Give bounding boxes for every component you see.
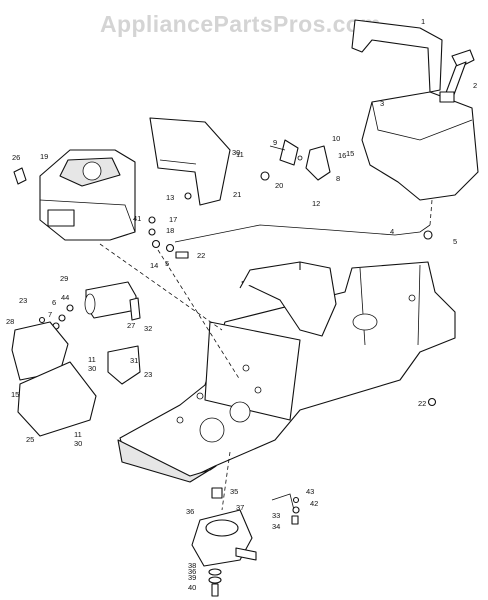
part-callout-20: 20: [275, 181, 283, 190]
throttle-control-bracket: [279, 139, 331, 181]
part-callout-42: 42: [310, 499, 318, 508]
part-callout-14: 14: [150, 261, 158, 270]
watermark: AppliancePartsPros.com: [100, 11, 381, 37]
part-callout-12: 12: [312, 199, 320, 208]
muffler-bolt: [129, 297, 141, 321]
part-callout-29: 29: [60, 274, 68, 283]
part-callout-22: 22: [418, 399, 426, 408]
part-callout-23: 23: [19, 296, 27, 305]
part-callout-16: 16: [338, 151, 346, 160]
muffler: [84, 281, 137, 319]
part-callout-34: 34: [272, 522, 280, 531]
throttle-pivot-nut: [260, 171, 270, 181]
fuel-line: [174, 224, 431, 243]
part-callout-22: 22: [197, 251, 205, 260]
callout-labels: 1 2 3 4 5 5 6 7 8 9 10 11 11 11 12 13 14…: [6, 17, 477, 592]
engine: [39, 149, 136, 241]
part-callout-38: 38: [188, 561, 196, 570]
brake-rod: [271, 493, 300, 525]
frame-bolt-rear: [427, 397, 437, 407]
part-callout-39: 39: [188, 573, 196, 582]
part-callout-41: 41: [133, 214, 141, 223]
part-callout-6: 6: [52, 298, 56, 307]
mower-frame: [117, 261, 456, 483]
part-callout-33: 33: [272, 511, 280, 520]
muffler-guard: [17, 361, 97, 437]
part-callout-13: 13: [166, 193, 174, 202]
part-callout-18: 18: [166, 226, 174, 235]
throttle-spring: [269, 145, 286, 151]
part-callout-40: 40: [188, 583, 196, 592]
fuel-tank-strap: [351, 19, 443, 93]
fuel-line-fitting: [175, 251, 189, 259]
part-callout-11: 11: [74, 430, 82, 439]
hose-clamp-tank: [423, 230, 433, 240]
part-callout-27: 27: [127, 321, 135, 330]
engine-breather: [13, 167, 27, 185]
part-callout-43: 43: [306, 487, 314, 496]
part-callout-36: 36: [186, 507, 194, 516]
part-callout-30: 30: [232, 148, 240, 157]
part-callout-44: 44: [61, 293, 69, 302]
part-callout-30: 30: [74, 439, 82, 448]
part-callout-4: 4: [390, 227, 394, 236]
part-callout-31: 31: [130, 356, 138, 365]
part-callout-17: 17: [169, 215, 177, 224]
part-callout-28: 28: [6, 317, 14, 326]
fuel-tank: [361, 91, 479, 201]
engine-shroud-panel: [149, 117, 231, 206]
part-callout-9: 9: [273, 138, 277, 147]
part-callout-23: 23: [144, 370, 152, 379]
part-callout-32: 32: [144, 324, 152, 333]
muffler-bracket: [107, 345, 141, 385]
part-callout-1: 1: [421, 17, 425, 26]
drive-pulley-assembly: [191, 509, 257, 567]
shroud-bolt: [184, 192, 192, 200]
part-callout-15: 15: [346, 149, 354, 158]
fuel-cap: [443, 49, 475, 101]
part-callout-8: 8: [336, 174, 340, 183]
part-callout-21: 21: [233, 190, 241, 199]
part-callout-11: 11: [88, 355, 96, 364]
part-callout-37: 37: [236, 503, 244, 512]
part-callout-11: 11: [236, 150, 244, 159]
part-callout-35: 35: [230, 487, 238, 496]
part-callout-19: 19: [40, 152, 48, 161]
hose-clamp-engine: [165, 243, 175, 253]
pulley-spacer: [211, 487, 223, 499]
part-callout-30: 30: [88, 364, 96, 373]
part-callout-36: 36: [188, 567, 196, 576]
engine-mount-hardware: [148, 216, 161, 249]
part-callout-5: 5: [165, 259, 169, 268]
part-callout-10: 10: [332, 134, 340, 143]
part-callout-3: 3: [380, 99, 384, 108]
part-callout-7: 7: [48, 310, 52, 319]
pulley-hardware: [208, 568, 222, 597]
part-callout-2: 2: [473, 81, 477, 90]
part-callout-26: 26: [12, 153, 20, 162]
part-callout-15: 15: [11, 390, 19, 399]
part-callout-5: 5: [453, 237, 457, 246]
part-callout-25: 25: [26, 435, 34, 444]
